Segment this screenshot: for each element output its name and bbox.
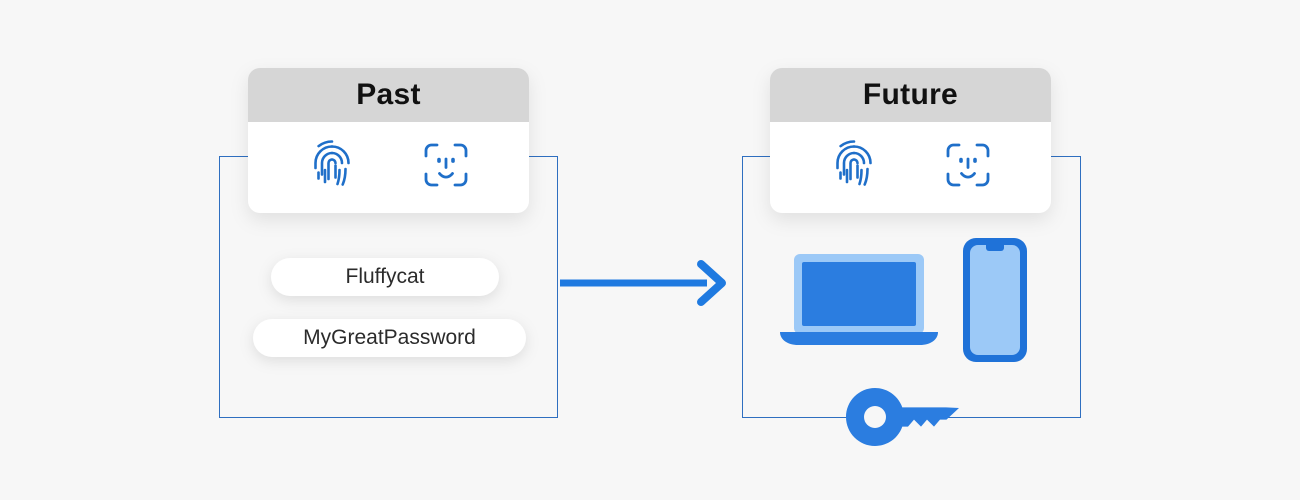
fingerprint-icon [830, 139, 878, 196]
laptop-icon [780, 252, 938, 353]
past-panel: Past [248, 68, 529, 213]
fingerprint-icon [308, 139, 356, 196]
past-panel-title: Past [248, 68, 529, 122]
future-panel: Future [770, 68, 1051, 213]
password-pill: Fluffycat [271, 258, 499, 296]
transition-arrow [560, 258, 730, 308]
face-id-icon [944, 141, 992, 194]
smartphone-icon [960, 235, 1030, 370]
key-icon [846, 388, 974, 451]
future-panel-body [770, 122, 1051, 213]
past-panel-body [248, 122, 529, 213]
future-panel-title: Future [770, 68, 1051, 122]
password-pill: MyGreatPassword [253, 319, 526, 357]
face-id-icon [422, 141, 470, 194]
